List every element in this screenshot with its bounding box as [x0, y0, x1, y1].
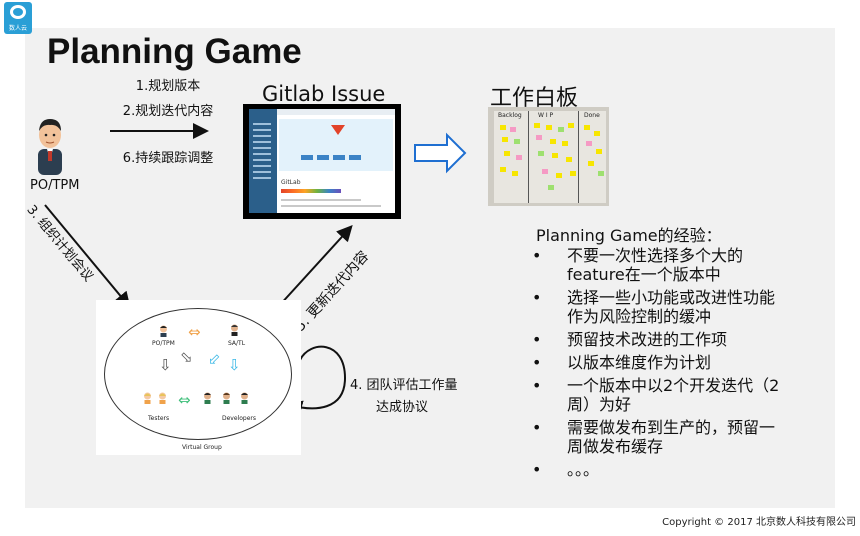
- gitlab-heading: GitLab: [281, 179, 301, 186]
- vg-group-label: Virtual Group: [182, 444, 222, 451]
- developer-face-icon: [223, 392, 230, 404]
- step4-label: 4. 团队评估工作量 达成协议: [350, 374, 500, 415]
- gitlab-banner: [279, 119, 393, 171]
- po-sa-swap-arrow-icon: ⇔: [188, 323, 201, 341]
- virtual-group-ellipse: [104, 308, 292, 440]
- gitlab-topbar: [277, 109, 395, 115]
- wb-column-done: Done: [584, 112, 600, 119]
- sa-down-arrow-icon: ⇩: [228, 356, 241, 374]
- list-item: • 选择一些小功能或改进性功能 作为风险控制的缓冲: [532, 288, 776, 326]
- tester-face-icon: [144, 392, 151, 404]
- whiteboard-title: 工作白板: [490, 86, 579, 111]
- step4-line-2: 达成协议: [376, 400, 429, 415]
- virtual-group-diagram: PO/TPM SA/TL ⇔ ⇩ ⬂ ⬃ ⇩ Testers ⇔ Develop…: [96, 300, 301, 455]
- bullet-icon: •: [532, 330, 542, 349]
- tester-face-icon: [159, 392, 166, 404]
- vg-developers-label: Developers: [222, 415, 256, 422]
- gitlab-sidebar: [249, 109, 277, 213]
- list-item: • 需要做发布到生产的，预留一 周做发布缓存: [532, 418, 776, 456]
- plan-step-2: 2.规划迭代内容: [122, 104, 214, 119]
- list-item: • 预留技术改进的工作项: [532, 330, 728, 349]
- bullet-icon: •: [532, 288, 542, 307]
- wb-column-backlog: Backlog: [498, 112, 522, 119]
- plan-step-6: 6.持续跟踪调整: [122, 151, 214, 166]
- step4-line-1: 4. 团队评估工作量: [350, 378, 458, 393]
- page-title: Planning Game: [47, 32, 302, 71]
- bullet-icon: •: [532, 246, 542, 265]
- gitlab-screen: GitLab: [249, 109, 395, 213]
- tester-dev-swap-arrow-icon: ⇔: [178, 391, 191, 409]
- po-avatar-icon: [38, 119, 62, 175]
- sa-diagonal-arrow-icon: ⬃: [208, 350, 221, 368]
- developer-face-icon: [204, 392, 211, 404]
- list-item: • 。。。: [532, 460, 600, 479]
- logo-text: 数人云: [8, 25, 27, 32]
- gitlab-issue-title: Gitlab Issue: [262, 82, 386, 106]
- list-item: • 不要一次性选择多个大的 feature在一个版本中: [532, 246, 744, 284]
- vg-po-label: PO/TPM: [152, 340, 175, 347]
- developer-face-icon: [241, 392, 248, 404]
- bullet-icon: •: [532, 353, 542, 372]
- company-logo: 数人云: [4, 2, 32, 34]
- bullet-icon: •: [532, 376, 542, 395]
- list-item: • 以版本维度作为计划: [532, 353, 712, 372]
- bullet-icon: •: [532, 460, 542, 479]
- experience-list: • 不要一次性选择多个大的 feature在一个版本中 • 选择一些小功能或改进…: [532, 246, 832, 483]
- list-item: • 一个版本中以2个开发迭代（2 周）为好: [532, 376, 780, 414]
- sa-face-icon: [231, 324, 238, 336]
- logo-ring-icon: [10, 5, 26, 19]
- whiteboard-photo: Backlog W I P Done: [488, 107, 609, 206]
- po-down-arrow-icon: ⇩: [159, 356, 172, 374]
- gitlab-fox-icon: [331, 125, 345, 135]
- gitlab-screenshot: GitLab: [243, 104, 401, 219]
- po-label: PO/TPM: [30, 178, 80, 193]
- bullet-icon: •: [532, 418, 542, 437]
- po-diagonal-arrow-icon: ⬂: [180, 348, 193, 366]
- vg-sa-label: SA/TL: [228, 340, 246, 347]
- plan-step-1: 1.规划版本: [135, 79, 201, 94]
- vg-testers-label: Testers: [148, 415, 170, 422]
- po-face-icon: [160, 325, 167, 337]
- experience-title: Planning Game的经验：: [536, 226, 722, 245]
- wb-column-wip: W I P: [538, 112, 554, 119]
- copyright-notice: Copyright © 2017 北京数人科技有限公司: [662, 517, 856, 528]
- gitlab-color-bar: [281, 189, 341, 193]
